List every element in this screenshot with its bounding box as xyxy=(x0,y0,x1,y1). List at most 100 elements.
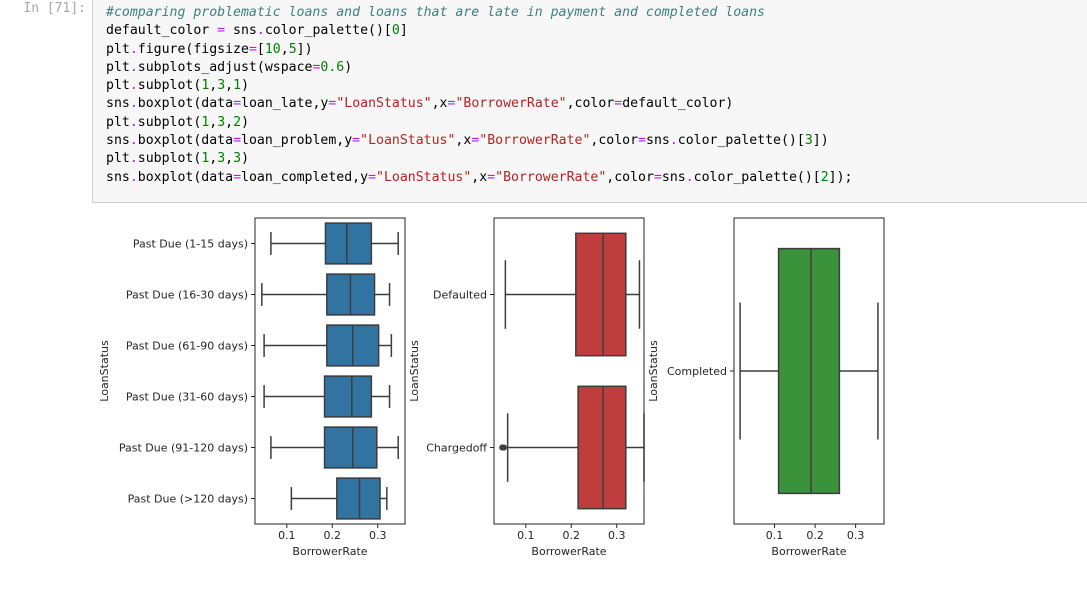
code-token: . xyxy=(129,114,138,130)
code-token: = xyxy=(471,133,480,149)
code-token: 1 xyxy=(201,78,210,94)
code-token: 3 xyxy=(233,151,242,167)
subplot-1: Past Due (1-15 days) Past Due (16-30 days… xyxy=(98,217,406,558)
code-token: = xyxy=(217,23,226,39)
box-1 xyxy=(504,232,641,357)
code-line: #comparing problematic loans and loans t… xyxy=(106,4,853,22)
code-token: loan_problem,y xyxy=(241,133,353,149)
code-editor[interactable]: #comparing problematic loans and loans t… xyxy=(106,4,853,187)
code-token: ) xyxy=(241,78,250,94)
outlier-point xyxy=(501,444,507,451)
y-tick-label: Completed xyxy=(667,365,727,378)
code-token: , xyxy=(225,78,234,94)
code-token: . xyxy=(129,151,138,167)
code-token: 0.6 xyxy=(320,59,345,75)
code-token: ]); xyxy=(828,169,853,185)
x-tick-label: 0.1 xyxy=(766,529,784,542)
code-token: . xyxy=(129,78,138,94)
code-token: . xyxy=(129,59,138,75)
x-tick-label: 0.1 xyxy=(278,529,296,542)
code-token: boxplot(data xyxy=(137,133,234,149)
code-cell[interactable]: #comparing problematic loans and loans t… xyxy=(92,0,1087,203)
code-token: = xyxy=(352,133,361,149)
y-tick-label: Chargedoff xyxy=(426,442,487,455)
code-token: "LoanStatus" xyxy=(376,169,472,185)
code-token: = xyxy=(328,96,337,112)
code-token: loan_completed,y xyxy=(241,169,369,185)
code-token: boxplot(data xyxy=(137,96,234,112)
code-token: "BorrowerRate" xyxy=(479,133,591,149)
y-tick-label: Past Due (1-15 days) xyxy=(133,238,248,251)
box-6 xyxy=(290,477,388,520)
code-token: color_palette()[ xyxy=(677,133,805,149)
y-tick-label: Past Due (16-30 days) xyxy=(126,289,248,302)
code-token: , xyxy=(209,78,218,94)
cell-prompt: In [71]: xyxy=(23,1,86,16)
code-token: plt xyxy=(106,114,130,130)
code-token: figure(figsize xyxy=(137,41,249,57)
code-token: boxplot(data xyxy=(137,169,234,185)
box-iqr xyxy=(324,222,373,265)
code-line: plt.figure(figsize=[10,5]) xyxy=(106,41,853,59)
box-4 xyxy=(263,375,391,418)
x-tick-label: 0.3 xyxy=(369,529,387,542)
y-axis-label: LoanStatus xyxy=(98,340,111,402)
code-token: "LoanStatus" xyxy=(336,96,432,112)
box-1 xyxy=(270,222,399,265)
x-tick-label: 0.3 xyxy=(847,529,865,542)
code-token: . xyxy=(129,133,138,149)
y-axis-label: LoanStatus xyxy=(647,340,660,402)
code-token: = xyxy=(312,59,321,75)
box-iqr xyxy=(777,247,841,495)
y-tick-label: Past Due (>120 days) xyxy=(128,493,248,506)
code-token: plt xyxy=(106,41,130,57)
code-token: plt xyxy=(106,78,130,94)
code-token: color_palette()[ xyxy=(264,23,392,39)
code-token: = xyxy=(233,133,242,149)
code-line: default_color = sns.color_palette()[0] xyxy=(106,22,853,40)
box-iqr xyxy=(575,232,627,357)
code-token: default_color) xyxy=(622,96,734,112)
code-token: . xyxy=(669,133,678,149)
y-tick-label: Past Due (31-60 days) xyxy=(126,391,248,404)
code-token: = xyxy=(638,133,646,149)
code-token: , xyxy=(209,114,218,130)
code-token: plt xyxy=(106,151,130,167)
code-token: , xyxy=(225,114,234,130)
code-token: 1 xyxy=(201,114,210,130)
code-token: . xyxy=(129,169,138,185)
box-3 xyxy=(263,324,393,367)
code-token: , xyxy=(280,41,289,57)
code-line: plt.subplots_adjust(wspace=0.6) xyxy=(106,59,853,77)
box-iqr xyxy=(323,375,373,418)
code-token: "LoanStatus" xyxy=(360,133,456,149)
boxplot-figure: Past Due (1-15 days) Past Due (16-30 days… xyxy=(98,217,885,558)
code-token: sns xyxy=(106,96,130,112)
code-token: subplot( xyxy=(137,151,202,167)
code-token: default_color xyxy=(106,23,218,39)
code-token: "BorrowerRate" xyxy=(455,96,567,112)
code-token: #comparing problematic loans and loans t… xyxy=(106,5,765,20)
y-tick-label: Past Due (61-90 days) xyxy=(126,340,248,353)
code-token: ) xyxy=(241,151,250,167)
code-token: = xyxy=(233,169,242,185)
code-token: . xyxy=(685,169,694,185)
code-token: ,x xyxy=(431,96,448,112)
box-iqr xyxy=(323,426,378,469)
code-token: = xyxy=(487,169,496,185)
code-token: = xyxy=(653,169,662,185)
code-token: 1 xyxy=(201,151,210,167)
box-iqr xyxy=(577,385,627,510)
code-token: ]) xyxy=(296,41,313,57)
x-tick-label: 0.1 xyxy=(517,529,535,542)
code-token: 0 xyxy=(391,23,400,39)
code-token: . xyxy=(256,23,265,39)
code-token: 3 xyxy=(217,78,226,94)
code-line: plt.subplot(1,3,1) xyxy=(106,77,853,95)
code-token: 2 xyxy=(820,169,829,185)
code-token: ,x xyxy=(455,133,472,149)
code-token: ,x xyxy=(471,169,488,185)
code-token: ]) xyxy=(812,133,829,149)
x-axis-label: BorrowerRate xyxy=(292,545,367,558)
x-tick-label: 0.3 xyxy=(608,529,626,542)
